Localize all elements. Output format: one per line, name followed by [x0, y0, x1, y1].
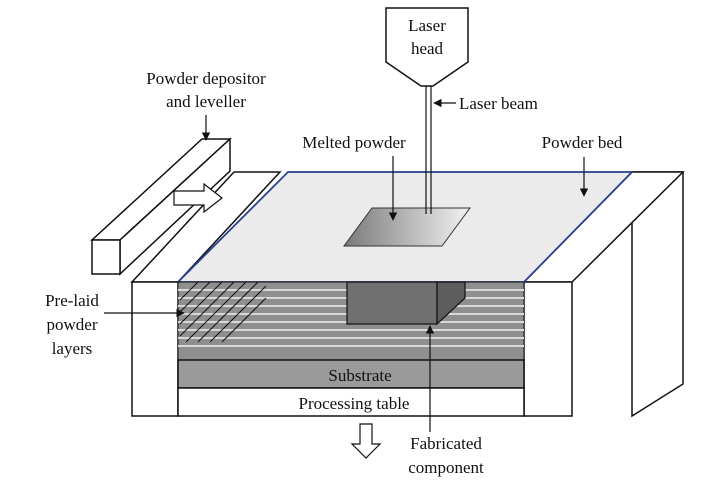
fabricated-component-side	[436, 281, 466, 326]
melted-powder-area	[343, 207, 471, 247]
pre-laid-label-line1: Pre-laid	[45, 291, 99, 310]
processing-table-label: Processing table	[299, 394, 410, 413]
processing-table	[177, 387, 525, 417]
substrate-plate	[177, 359, 525, 389]
laser-head-label-line1: Laser	[408, 16, 446, 35]
laser-beam-label: Laser beam	[459, 94, 538, 113]
laser-head	[385, 7, 469, 87]
table-down-arrow-icon	[350, 423, 382, 459]
fabricated-component-front	[346, 281, 438, 325]
powder-depositor-label-line1: Powder depositor	[146, 69, 266, 88]
laser-head-label-line2: head	[411, 39, 444, 58]
substrate-label: Substrate	[328, 366, 391, 385]
powder-depositor-label-line2: and leveller	[166, 92, 246, 111]
fabricated-component-label-line1: Fabricated	[410, 434, 482, 453]
powder-depositor-bar-front	[91, 239, 121, 275]
right-wall-front	[523, 281, 573, 417]
pre-laid-label-line2: powder	[47, 315, 98, 334]
melted-powder-label: Melted powder	[302, 133, 406, 152]
depositor-motion-arrow-icon	[173, 182, 223, 214]
left-wall-front	[131, 281, 179, 417]
powder-layers-hatching	[179, 281, 267, 343]
powder-bed-label: Powder bed	[542, 133, 623, 152]
pre-laid-label-line3: layers	[52, 339, 93, 358]
fabricated-component-label-line2: component	[408, 458, 484, 477]
